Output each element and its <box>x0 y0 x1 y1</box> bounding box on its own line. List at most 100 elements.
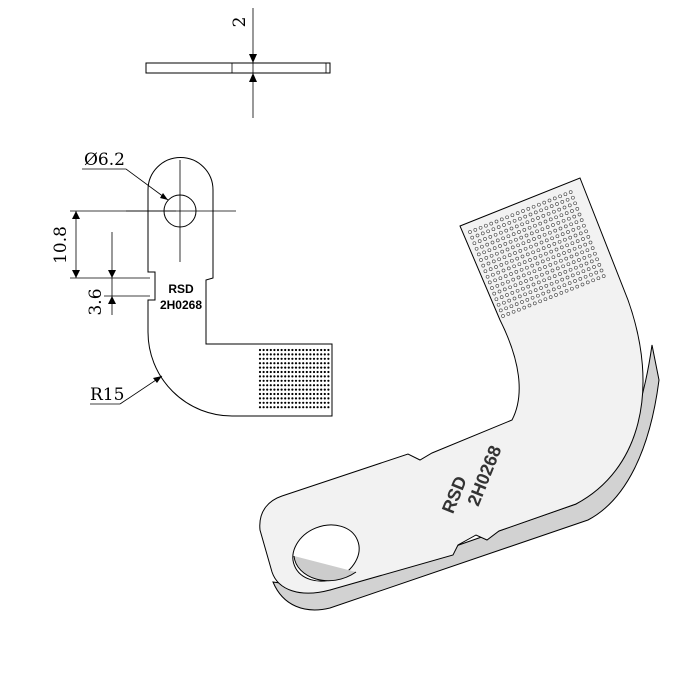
grip-dot <box>309 348 312 352</box>
grip-dot <box>287 370 290 374</box>
grip-dot <box>258 357 262 360</box>
iso-grip-dot <box>541 291 546 296</box>
grip-dot <box>294 362 298 365</box>
grip-dot <box>302 362 305 365</box>
iso-grip-dot <box>490 240 495 245</box>
iso-grip-dot <box>577 212 582 217</box>
iso-grip-dot <box>565 243 569 248</box>
iso-grip-dot <box>532 301 537 306</box>
grip-dot <box>323 392 326 396</box>
grip-dot <box>276 362 280 365</box>
iso-grip-dot <box>551 223 555 227</box>
iso-grip-dot <box>514 270 519 274</box>
iso-grip-dot <box>537 235 542 239</box>
iso-grip-dot <box>515 256 520 261</box>
iso-grip-dot <box>541 246 546 250</box>
iso-grip-dot <box>538 221 543 226</box>
iso-grip-dot <box>523 214 528 219</box>
grip-dot <box>262 406 265 409</box>
iso-grip-dot <box>502 255 507 260</box>
grip-dot <box>269 379 272 382</box>
iso-grip-dot <box>521 241 526 246</box>
iso-grip-dot <box>516 275 521 280</box>
grip-dot <box>287 406 290 409</box>
iso-grip-dot <box>520 222 524 227</box>
iso-grip-dot <box>484 223 488 228</box>
grip-dot <box>266 392 269 396</box>
iso-grip-dot <box>567 281 572 285</box>
grip-dot <box>262 392 265 396</box>
hole-diameter-label: Ø6.2 <box>84 150 125 170</box>
grip-dot <box>266 379 269 382</box>
iso-grip-dot <box>565 197 570 202</box>
iso-grip-dot <box>546 289 551 294</box>
iso-grip-dot <box>505 215 509 220</box>
grip-dot <box>316 366 319 369</box>
iso-grip-dot <box>547 276 552 281</box>
iso-grip-dot <box>519 235 524 240</box>
grip-dot <box>262 366 265 369</box>
grip-dot <box>280 406 283 409</box>
grip-dot <box>320 375 323 378</box>
iso-grip-dot <box>486 229 490 234</box>
iso-grip-dot <box>530 295 535 300</box>
iso-grip-dot <box>496 225 501 229</box>
iso-grip-dot <box>576 225 581 230</box>
iso-grip-dot <box>571 228 576 232</box>
iso-grip-dot <box>528 212 533 217</box>
iso-grip-dot <box>514 237 518 242</box>
grip-dot <box>291 366 294 369</box>
iso-grip-dot <box>521 209 525 213</box>
iso-grip-dot <box>560 200 565 204</box>
iso-grip-dot <box>481 263 486 268</box>
iso-grip-dot <box>544 251 548 256</box>
grip-dot <box>327 406 330 409</box>
iso-grip-dot <box>573 233 578 238</box>
iso-grip-dot <box>560 232 565 236</box>
thickness-label: 2 <box>230 17 250 28</box>
grip-dot <box>312 375 316 378</box>
iso-grip-dot <box>475 233 480 238</box>
grip-dot <box>320 388 323 391</box>
iso-grip-dot <box>472 241 477 246</box>
iso-grip-dot <box>564 256 569 261</box>
grip-dot <box>312 397 316 400</box>
iso-grip-dot <box>521 286 525 291</box>
iso-grip-dot <box>586 235 591 239</box>
grip-dot <box>269 362 272 365</box>
iso-grip-dot <box>516 243 520 248</box>
iso-grip-dot <box>563 192 568 197</box>
iso-grip-dot <box>571 195 575 200</box>
grip-dot <box>266 406 269 409</box>
iso-grip-dot <box>563 237 567 242</box>
grip-dot <box>287 362 290 365</box>
iso-grip-dot <box>491 227 496 232</box>
iso-grip-dot <box>564 211 569 215</box>
grip-dot <box>305 388 308 391</box>
grip-dot <box>316 348 319 352</box>
iso-grip-dot <box>573 201 577 206</box>
iso-grip-dot <box>541 214 546 218</box>
grip-dot <box>294 370 298 374</box>
iso-grip-dot <box>476 252 481 257</box>
iso-grip-dot <box>503 274 508 278</box>
grip-dot <box>305 392 308 396</box>
iso-grip-dot <box>556 221 561 225</box>
grip-dot <box>320 353 323 356</box>
iso-grip-dot <box>499 217 504 222</box>
iso-grip-dot <box>494 265 498 269</box>
grip-dot <box>302 384 305 387</box>
grip-dot <box>312 384 316 387</box>
iso-grip-dot <box>531 204 536 209</box>
iso-grip-dot <box>489 221 494 226</box>
iso-grip-dot <box>508 285 512 290</box>
grip-dot <box>309 397 312 400</box>
iso-grip-dot <box>518 249 523 253</box>
hole-diameter-callout: Ø6.2 <box>82 150 169 201</box>
iso-grip-dot <box>561 264 565 269</box>
grip-dot <box>309 370 312 374</box>
grip-dot <box>327 366 330 369</box>
grip-dot <box>327 370 330 374</box>
grip-dot <box>276 401 280 404</box>
